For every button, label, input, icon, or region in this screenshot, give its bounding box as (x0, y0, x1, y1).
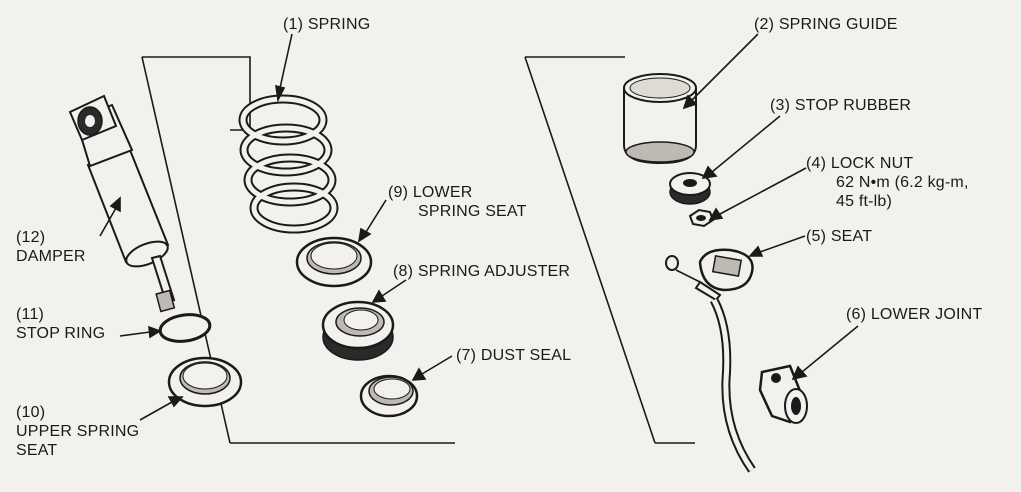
damper-name: DAMPER (16, 248, 86, 265)
left-alignment-guide (142, 56, 251, 131)
label-dust-seal: (7) DUST SEAL (456, 346, 571, 365)
dust-seal-part (359, 374, 419, 418)
lock-nut-part (688, 208, 715, 228)
stop-ring-part (158, 313, 212, 343)
label-lock-nut: (4) LOCK NUT 62 N•m (6.2 kg-m, 45 ft-lb) (806, 154, 969, 211)
lock-nut-torque-2: 45 ft-lb) (836, 193, 893, 210)
spring-adjuster-name: SPRING ADJUSTER (417, 263, 571, 280)
lock-nut-torque-1: 62 N•m (6.2 kg-m, (836, 174, 969, 191)
lower-spring-seat-line2: SPRING SEAT (418, 203, 527, 220)
label-seat: (5) SEAT (806, 227, 872, 246)
dust-seal-name: DUST SEAL (480, 347, 572, 364)
dust-seal-num: (7) (456, 347, 477, 364)
lower-joint-name: LOWER JOINT (870, 306, 983, 323)
leader-arrows (99, 33, 859, 421)
stop-ring-name: STOP RING (16, 325, 106, 342)
upper-spring-seat-line1: UPPER SPRING (16, 423, 140, 440)
damper-num: (12) (16, 229, 46, 246)
lower-joint-num: (6) (846, 306, 867, 323)
breather-tube-part (709, 297, 756, 473)
spring-adjuster-num: (8) (393, 263, 414, 280)
spring-guide-num: (2) (754, 16, 775, 33)
label-stop-rubber: (3) STOP RUBBER (770, 96, 911, 115)
upper-spring-seat-part (167, 356, 243, 408)
right-alignment-guide-diagonal (524, 56, 656, 444)
lower-spring-seat-num: (9) (388, 184, 409, 201)
stop-rubber-name: STOP RUBBER (794, 97, 912, 114)
stop-rubber-num: (3) (770, 97, 791, 114)
upper-spring-seat-num: (10) (16, 404, 46, 421)
spring-name: SPRING (307, 16, 371, 33)
spring-guide-part (623, 73, 697, 165)
spring-adjuster-part (321, 300, 395, 361)
label-lower-joint: (6) LOWER JOINT (846, 305, 982, 324)
label-spring-adjuster: (8) SPRING ADJUSTER (393, 262, 570, 281)
label-upper-spring-seat: (10) UPPER SPRING SEAT (16, 403, 139, 460)
spring-guide-name: SPRING GUIDE (778, 16, 898, 33)
stop-ring-num: (11) (16, 306, 45, 323)
stop-rubber-part (669, 172, 711, 205)
lock-nut-num: (4) (806, 155, 827, 172)
lock-nut-name: LOCK NUT (830, 155, 914, 172)
lower-spring-seat-line1: LOWER (412, 184, 473, 201)
upper-spring-seat-line2: SEAT (16, 442, 58, 459)
label-spring: (1) SPRING (283, 15, 370, 34)
label-lower-spring-seat: (9) LOWER SPRING SEAT (388, 183, 527, 221)
seat-num: (5) (806, 228, 827, 245)
label-spring-guide: (2) SPRING GUIDE (754, 15, 898, 34)
seat-part (665, 248, 754, 302)
label-stop-ring: (11) STOP RING (16, 305, 105, 343)
lower-joint-part (758, 364, 808, 424)
seat-name: SEAT (830, 228, 873, 245)
spring-num: (1) (283, 16, 304, 33)
label-damper: (12) DAMPER (16, 228, 86, 266)
lower-spring-seat-part (295, 236, 373, 288)
damper-part (68, 94, 176, 313)
